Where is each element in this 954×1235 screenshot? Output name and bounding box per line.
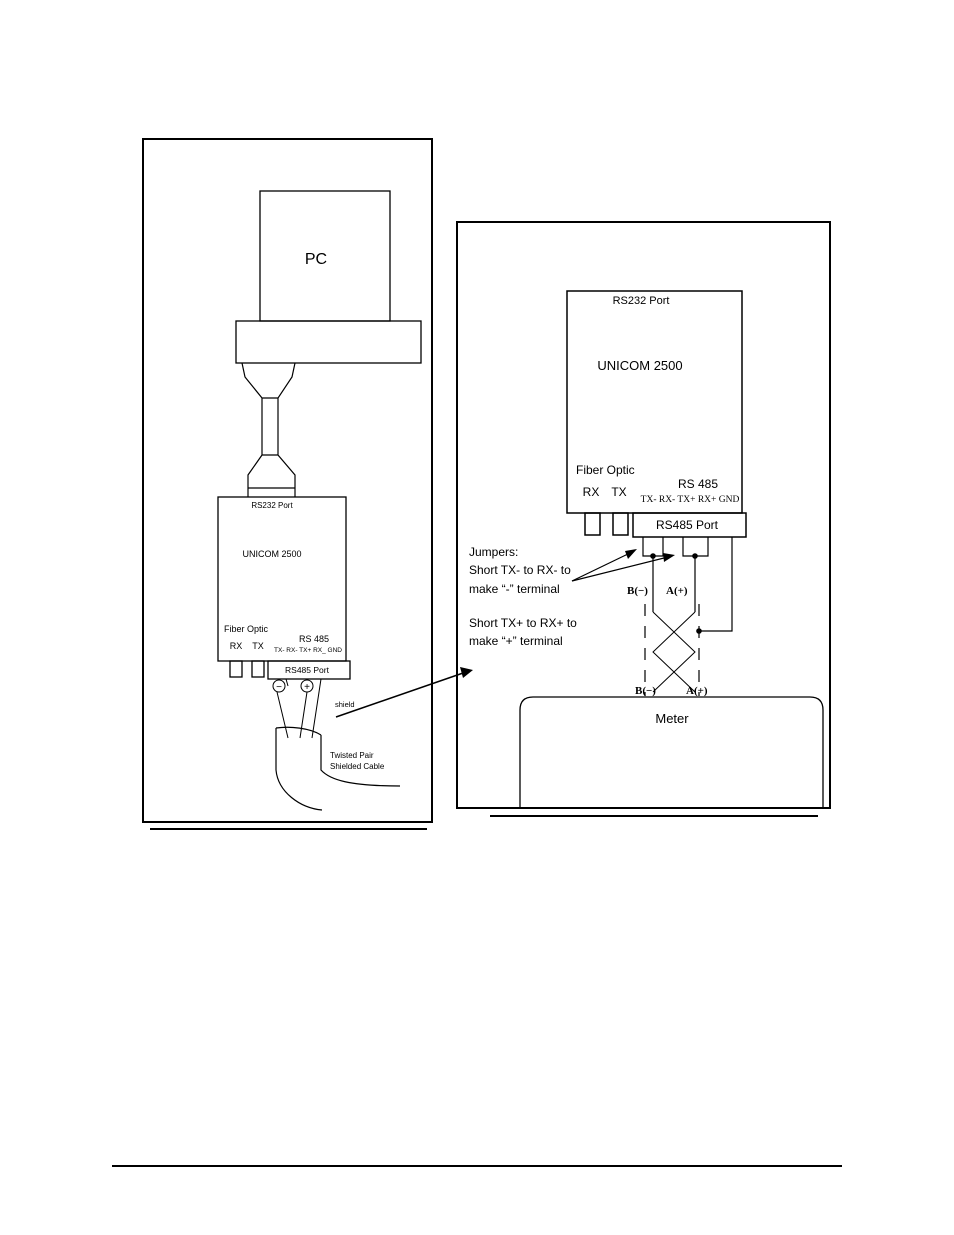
left-tx-connector — [251, 660, 265, 678]
junction-shield — [696, 628, 702, 634]
left-rs232-port-label: RS232 Port — [251, 501, 293, 510]
left-minus-sign: − — [276, 682, 282, 693]
a-plus-label-lower: A(+) — [686, 685, 708, 697]
b-minus-label-lower: B(−) — [635, 685, 656, 697]
right-device-name: UNICOM 2500 — [597, 358, 682, 373]
left-rs485-label: RS 485 — [299, 634, 329, 644]
left-shielded-cable — [275, 726, 401, 811]
left-plus-sign: + — [304, 682, 310, 693]
left-panel-text: PC RS232 Port UNICOM 2500 Fiber Optic RX… — [224, 251, 385, 771]
jumper-arrow-plus-head — [663, 553, 675, 562]
jumper-arrow-plus-line — [571, 556, 669, 582]
pc-label: PC — [305, 251, 327, 268]
jumper2-line2: make “+” terminal — [469, 634, 563, 648]
right-rx-connector — [584, 512, 601, 536]
right-rs485-port-box — [632, 512, 747, 538]
right-terminals-label: TX- RX- TX+ RX+ GND — [641, 495, 740, 505]
pointer-arrow-line — [335, 671, 467, 718]
left-tx-label: TX — [252, 641, 264, 651]
right-panel — [456, 221, 831, 817]
jumper-minus — [642, 537, 664, 557]
right-tx-connector — [612, 512, 629, 536]
right-panel-frame — [456, 221, 831, 809]
pointer-arrow-head — [460, 667, 473, 678]
right-rs485-label: RS 485 — [678, 477, 718, 491]
right-fiber-optic-label: Fiber Optic — [576, 463, 635, 477]
twisted-pair — [652, 611, 696, 693]
jumper-arrow-minus-head — [625, 549, 637, 559]
b-minus-label-upper: B(−) — [627, 585, 648, 597]
right-tx-label: TX — [611, 485, 626, 499]
left-minus-terminal — [272, 679, 286, 693]
jumpers-title: Jumpers: — [469, 545, 518, 559]
junction-b-minus — [650, 553, 656, 559]
left-panel — [142, 138, 473, 830]
left-cable-wires — [276, 678, 322, 739]
right-rs232-port-label: RS232 Port — [613, 295, 670, 307]
cable-label-line1: Twisted Pair — [330, 751, 374, 760]
serial-cable — [241, 362, 296, 497]
left-fiber-optic-label: Fiber Optic — [224, 624, 269, 634]
shield-label: shield — [335, 700, 355, 709]
meter-label: Meter — [655, 711, 689, 726]
left-rs485-port-label: RS485 Port — [285, 665, 330, 675]
right-panel-marks — [625, 549, 702, 634]
right-rx-label: RX — [583, 485, 600, 499]
wire-gnd-shield — [699, 537, 733, 632]
jumper-arrow-minus-line — [571, 552, 631, 582]
left-terminals-label: TX- RX- TX+ RX_ GND — [274, 647, 342, 654]
shield-dashes — [644, 604, 700, 696]
meter-box — [519, 696, 824, 808]
left-panel-frame — [142, 138, 433, 823]
jumper2-line1: Short TX+ to RX+ to — [469, 616, 577, 630]
left-rs485-port-box — [267, 660, 351, 680]
right-panel-text: RS232 Port UNICOM 2500 Fiber Optic RX TX… — [469, 295, 739, 726]
cable-label-line2: Shielded Cable — [330, 762, 385, 771]
junction-a-plus — [692, 553, 698, 559]
pc-base — [235, 320, 422, 364]
right-rs485-port-label: RS485 Port — [656, 518, 719, 532]
left-rx-connector — [229, 660, 243, 678]
left-device-name: UNICOM 2500 — [242, 549, 301, 559]
left-rx-label: RX — [230, 641, 243, 651]
jumper-plus — [682, 537, 709, 557]
jumper1-line2: make “-” terminal — [469, 582, 560, 596]
a-plus-label-upper: A(+) — [666, 585, 688, 597]
jumper1-line1: Short TX- to RX- to — [469, 563, 571, 577]
